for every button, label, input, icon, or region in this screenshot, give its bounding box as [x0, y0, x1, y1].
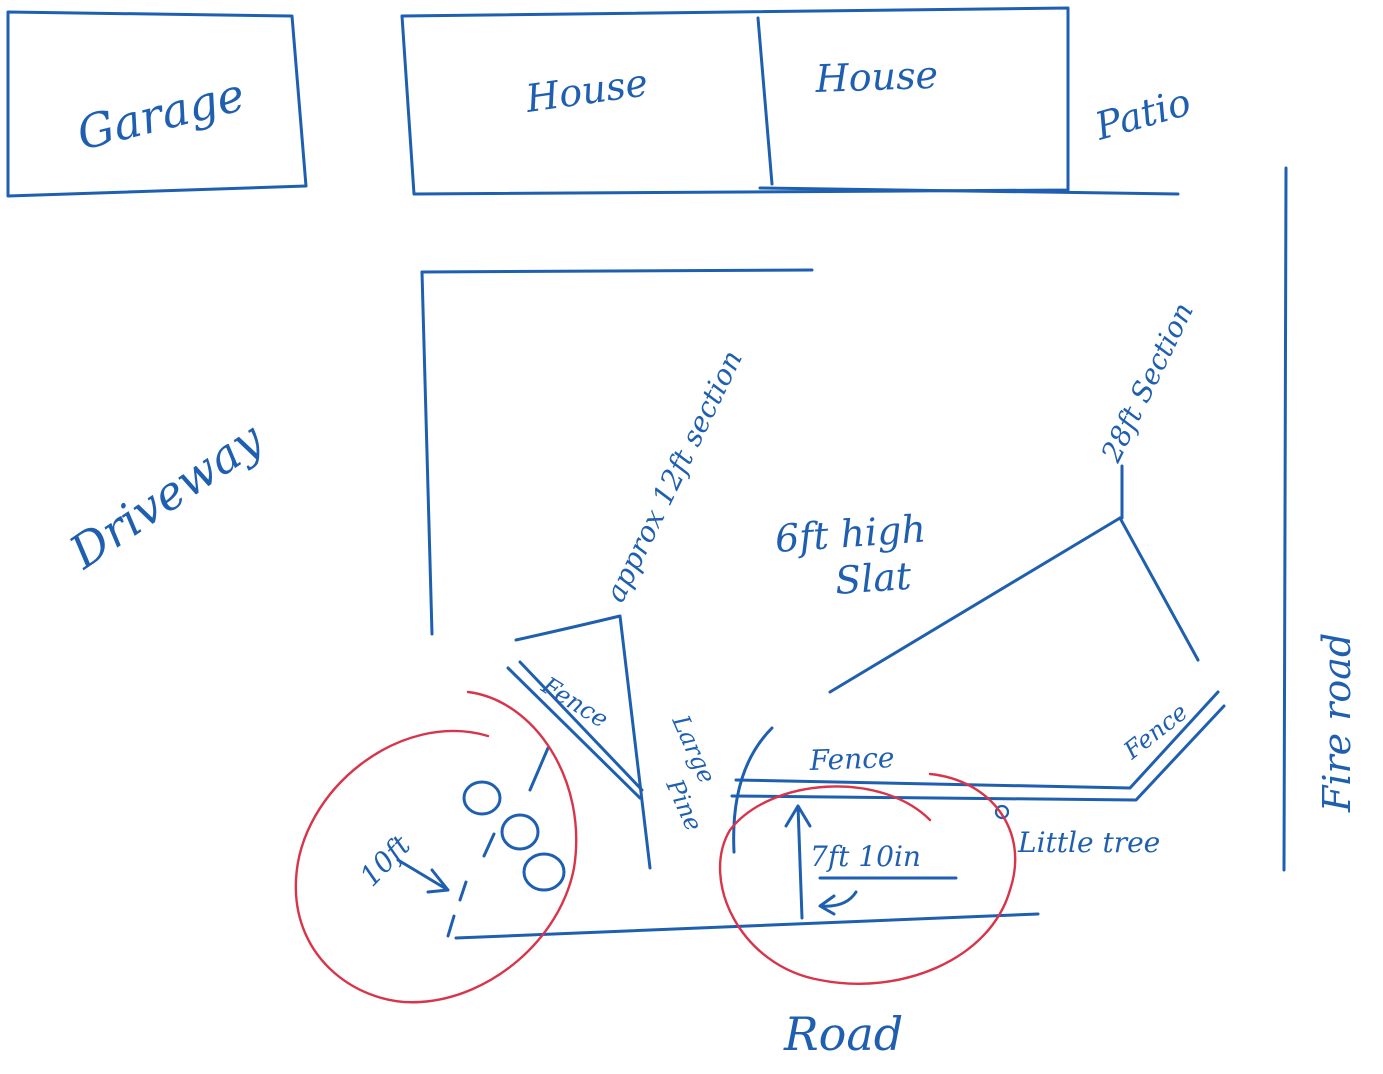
slat-label-line1: 6ft high [774, 507, 928, 561]
house: House House Patio [400, 6, 1196, 196]
road-label: Road [783, 1007, 903, 1061]
house-divider [756, 16, 774, 186]
yard-left-edge [420, 270, 434, 636]
house-right-label: House [814, 53, 939, 101]
large-pine-label-line1: Large [666, 710, 721, 787]
road-edge-line [454, 912, 1040, 940]
garage-outline [6, 10, 308, 198]
garage-label: Garage [72, 67, 250, 161]
yard-top-edge [420, 268, 814, 274]
slat-line [828, 516, 1122, 694]
slat-label-line2: Slat [834, 554, 914, 603]
tree-3-icon [522, 852, 566, 892]
patio-label: Patio [1089, 80, 1195, 149]
highlights [294, 690, 1017, 1004]
dim-mid-return-arrow [818, 890, 858, 916]
section-right-line [1118, 464, 1200, 662]
fence-mid-lines [730, 690, 1226, 802]
tree-1-icon [462, 780, 502, 816]
section-left-label: approx 12ft section [599, 345, 749, 607]
fence-mid-label: Fence [808, 741, 895, 777]
dim-mid-label: 7ft 10in [810, 840, 921, 873]
fence-left-lines [506, 660, 644, 800]
section-right-label: 28ft Section [1094, 297, 1200, 468]
tree-2-icon [500, 813, 540, 851]
section-left-line [514, 614, 652, 870]
tree-line-left [446, 746, 550, 938]
dim-mid-arrow-vertical [784, 804, 812, 920]
garage: Garage [6, 10, 308, 198]
fire-road-line [1282, 166, 1288, 872]
dimensions: 10ft 7ft 10in Road [353, 804, 1040, 1061]
patio-edge [758, 186, 1180, 196]
front-fence: Fence Fence Fence Large Pine Little tree [506, 660, 1226, 859]
little-tree-icon [994, 804, 1010, 820]
dim-left-label: 10ft [353, 828, 417, 893]
highlight-mid-circle [718, 772, 1017, 985]
highlight-left-circle [294, 690, 578, 1004]
house-outline [400, 6, 1070, 196]
dim-left-arrow [396, 858, 450, 894]
fire-road-label: Fire road [1315, 633, 1359, 813]
little-tree-label: Little tree [1017, 826, 1160, 859]
fence-mid-end [732, 726, 774, 854]
house-left-label: House [522, 60, 650, 121]
driveway-label: Driveway [59, 411, 273, 580]
trees [446, 746, 566, 938]
fence-left-label: Fence [536, 671, 613, 734]
